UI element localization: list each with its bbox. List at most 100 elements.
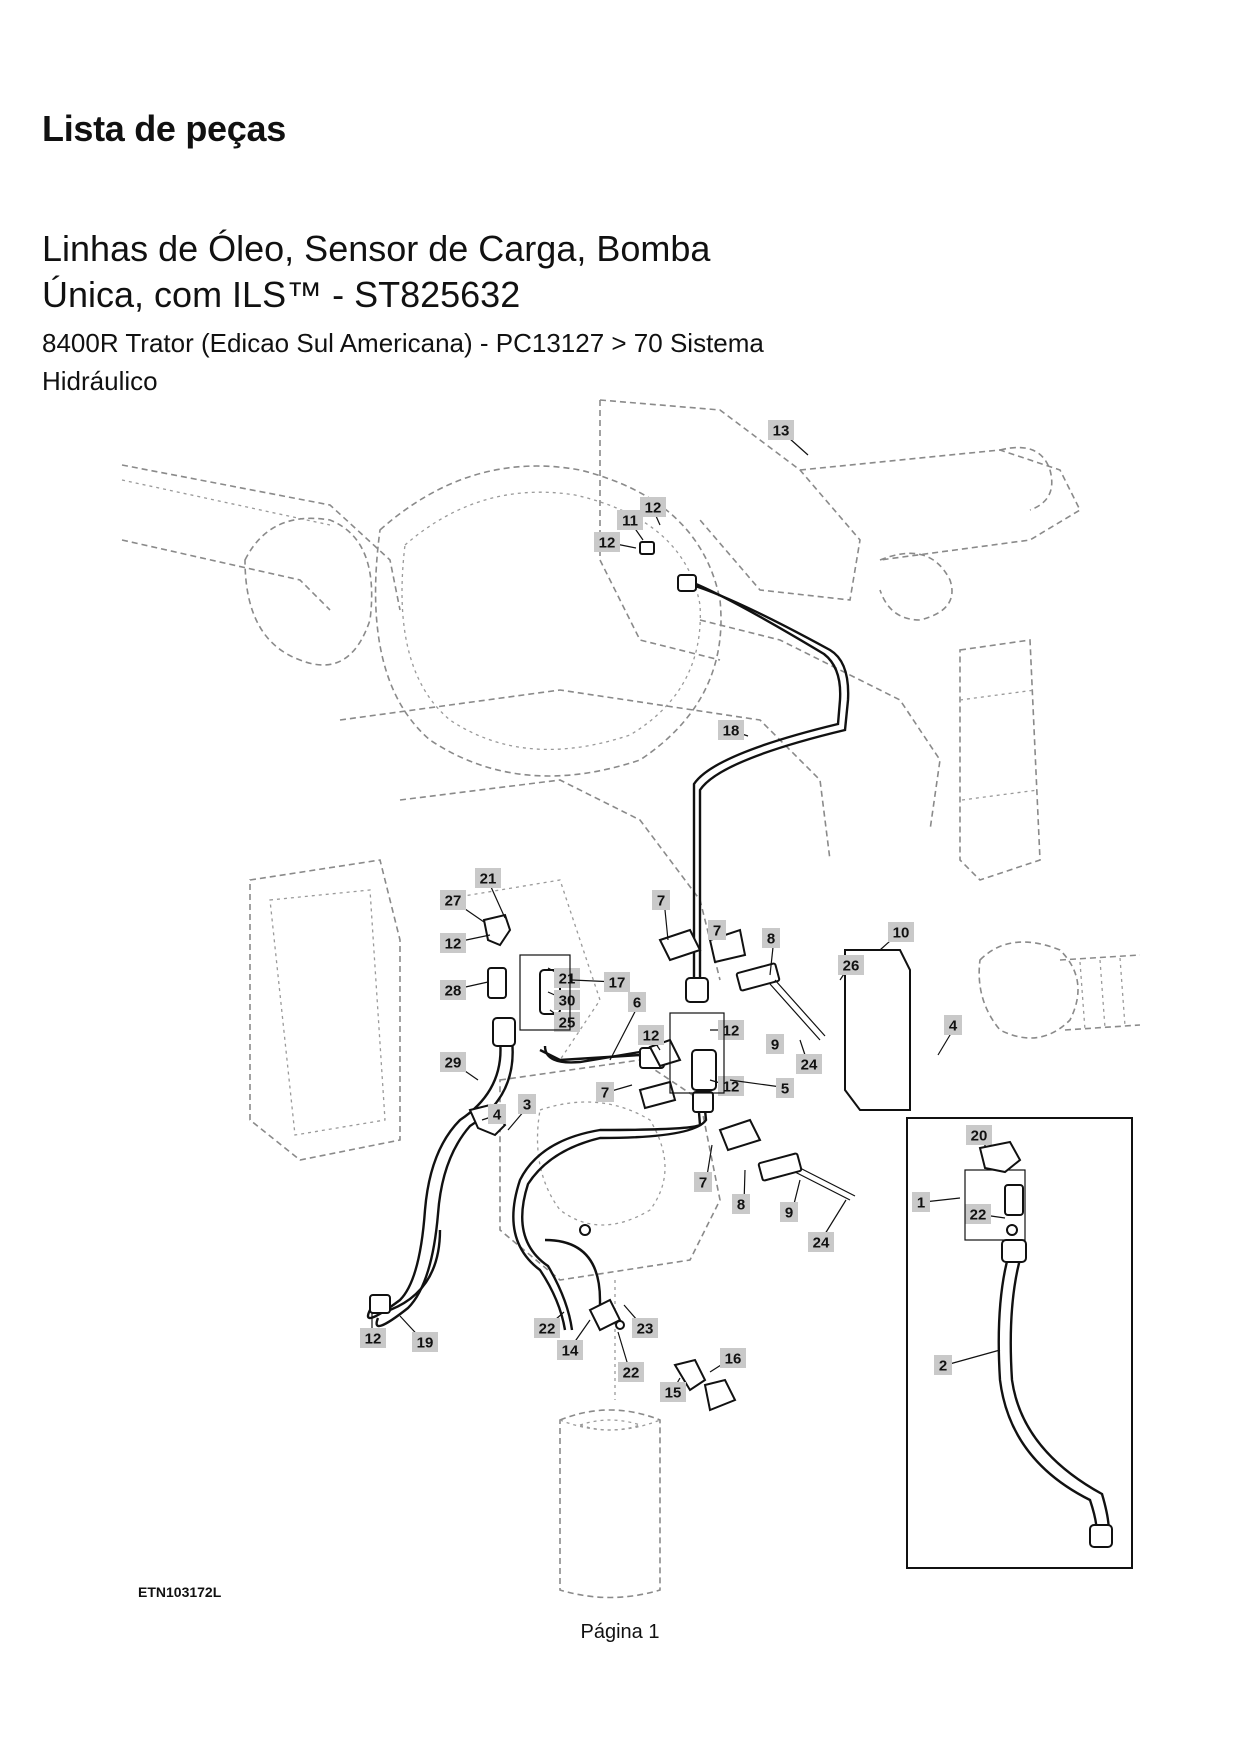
callout-number: 28 — [445, 983, 462, 1000]
callout-number: 6 — [633, 995, 641, 1012]
callout-c16: 7 — [708, 920, 726, 941]
callout-number: 9 — [771, 1037, 779, 1054]
callout-c39: 19 — [399, 1315, 438, 1352]
callout-number: 8 — [767, 931, 775, 948]
callout-number: 23 — [637, 1321, 654, 1338]
callout-c24: 24 — [796, 1039, 822, 1074]
callout-c20: 4 — [937, 1015, 962, 1056]
group-frame-5 — [669, 1012, 725, 1094]
callout-c8: 12 — [440, 933, 491, 953]
callout-c15: 7 — [652, 890, 670, 941]
callout-number: 22 — [539, 1321, 556, 1338]
callout-number: 18 — [723, 723, 740, 740]
callout-number: 16 — [725, 1351, 742, 1368]
callout-number: 22 — [623, 1365, 640, 1382]
callout-number: 25 — [559, 1015, 576, 1032]
callout-number: 7 — [699, 1175, 707, 1192]
callout-c4: 12 — [594, 532, 637, 552]
callout-number: 27 — [445, 893, 462, 910]
callout-number: 4 — [949, 1018, 958, 1035]
callout-c42: 23 — [623, 1304, 658, 1338]
hydraulic-lines — [366, 578, 850, 1331]
callout-c34: 24 — [808, 1199, 847, 1252]
callout-number: 12 — [445, 936, 462, 953]
callout-c17: 8 — [762, 928, 780, 976]
callout-c32: 8 — [732, 1169, 750, 1214]
callout-c29: 4 — [481, 1104, 506, 1124]
callout-c38: 12 — [360, 1312, 386, 1348]
callout-c28: 29 — [440, 1052, 479, 1081]
callout-number: 26 — [843, 958, 860, 975]
callout-c2: 12 — [640, 497, 666, 526]
callout-c23: 9 — [766, 1034, 784, 1054]
callout-c18: 10 — [879, 922, 914, 951]
callout-number: 12 — [599, 535, 616, 552]
callout-number: 21 — [480, 871, 497, 888]
page-number: Página 1 — [580, 1621, 660, 1643]
callout-c30: 3 — [507, 1094, 536, 1131]
figure-code: ETN103172L — [138, 1584, 222, 1600]
callout-c22: 12 — [710, 1020, 744, 1040]
callout-number: 7 — [657, 893, 665, 910]
callout-c21: 12 — [638, 1025, 664, 1051]
callout-number: 24 — [801, 1057, 818, 1074]
callout-c9: 28 — [440, 980, 489, 1000]
breadcrumb: 8400R Trator (Edicao Sul Americana) - PC… — [42, 328, 764, 396]
callout-number: 20 — [971, 1128, 988, 1145]
callout-number: 12 — [723, 1023, 740, 1040]
callout-c31: 7 — [694, 1144, 713, 1192]
callout-c14: 6 — [609, 992, 646, 1061]
callout-number: 11 — [622, 513, 638, 530]
callout-number: 1 — [917, 1195, 925, 1212]
callout-c44: 16 — [709, 1348, 746, 1373]
callout-c5: 18 — [718, 720, 749, 740]
callout-c3: 11 — [617, 510, 644, 541]
callout-c46: 2 — [934, 1349, 1001, 1375]
callout-number: 24 — [813, 1235, 830, 1252]
callout-number: 4 — [493, 1107, 502, 1124]
callout-number: 7 — [601, 1085, 609, 1102]
callout-c40: 22 — [534, 1311, 565, 1338]
callout-c26: 5 — [729, 1078, 794, 1098]
callout-c45: 15 — [660, 1377, 686, 1402]
callout-number: 7 — [713, 923, 721, 940]
callout-c1: 13 — [768, 420, 809, 456]
callout-number: 10 — [893, 925, 910, 942]
callout-c27: 7 — [596, 1082, 633, 1102]
callout-number: 15 — [665, 1385, 682, 1402]
callout-c10: 21 — [547, 967, 580, 988]
callout-c13: 17 — [571, 972, 630, 992]
callout-number: 13 — [773, 423, 790, 440]
page-title: Lista de peças — [42, 108, 286, 149]
callout-number: 19 — [417, 1335, 434, 1352]
callout-number: 21 — [559, 971, 576, 988]
callout-c12: 25 — [549, 1009, 580, 1032]
callout-number: 2 — [939, 1358, 947, 1375]
callout-c43: 22 — [617, 1331, 644, 1382]
callout-c37: 22 — [965, 1204, 1006, 1224]
callout-number: 17 — [609, 975, 626, 992]
callout-c6: 21 — [475, 868, 506, 919]
callout-c41: 14 — [557, 1319, 591, 1360]
callout-number: 12 — [645, 500, 662, 517]
section-title: Linhas de Óleo, Sensor de Carga, Bomba Ú… — [42, 228, 711, 315]
inset-panel — [906, 1117, 1133, 1569]
callout-c36: 1 — [912, 1192, 961, 1212]
callout-number: 8 — [737, 1197, 745, 1214]
callout-number: 12 — [643, 1028, 660, 1045]
callout-number: 3 — [523, 1097, 531, 1114]
callout-number: 14 — [562, 1343, 579, 1360]
callout-number: 9 — [785, 1205, 793, 1222]
callout-number: 30 — [559, 993, 576, 1010]
callout-c11: 30 — [547, 990, 580, 1010]
callout-c33: 9 — [780, 1179, 801, 1222]
callout-c7: 27 — [440, 890, 485, 923]
group-frame-17 — [519, 954, 571, 1031]
callout-number: 12 — [723, 1079, 740, 1096]
callout-number: 29 — [445, 1055, 462, 1072]
callout-c19: 26 — [838, 955, 864, 981]
callout-number: 5 — [781, 1081, 789, 1098]
callout-number: 22 — [970, 1207, 987, 1224]
